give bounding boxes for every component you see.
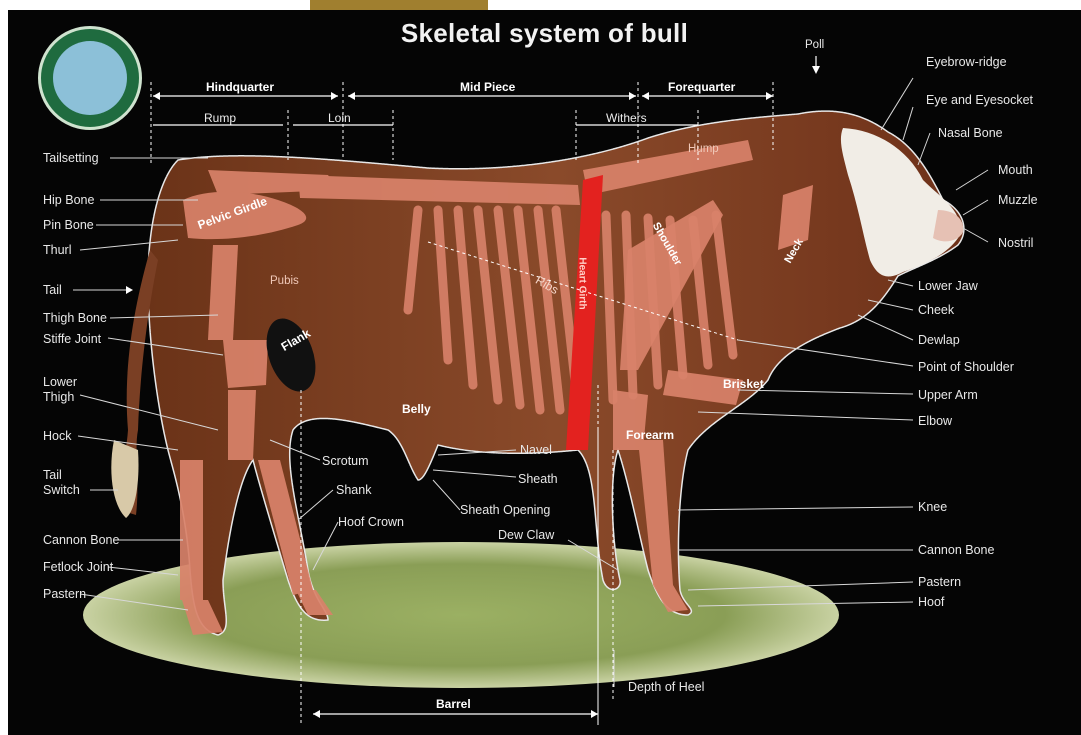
label-cannon-bone-hind: Cannon Bone bbox=[43, 533, 119, 547]
label-tail-switch-1: Tail bbox=[43, 468, 62, 482]
label-lower-jaw: Lower Jaw bbox=[918, 279, 978, 293]
label-tailsetting: Tailsetting bbox=[43, 151, 99, 165]
label-depth-of-heel: Depth of Heel bbox=[628, 680, 704, 694]
label-sheath: Sheath bbox=[518, 472, 558, 486]
label-thurl: Thurl bbox=[43, 243, 71, 257]
diagram-title: Skeletal system of bull bbox=[8, 18, 1081, 49]
label-eyebrow-ridge: Eyebrow-ridge bbox=[926, 55, 1007, 69]
label-nostril: Nostril bbox=[998, 236, 1033, 250]
label-thigh-bone: Thigh Bone bbox=[43, 311, 107, 325]
label-cheek: Cheek bbox=[918, 303, 954, 317]
region-forequarter: Forequarter bbox=[668, 80, 735, 94]
label-eye-socket: Eye and Eyesocket bbox=[926, 93, 1033, 107]
label-heart-girth: Heart Girth bbox=[577, 257, 588, 309]
region-loin: Loin bbox=[328, 111, 351, 125]
label-point-of-shoulder: Point of Shoulder bbox=[918, 360, 1014, 374]
region-mid-piece: Mid Piece bbox=[460, 80, 515, 94]
label-poll: Poll bbox=[805, 38, 824, 52]
label-tail-switch-2: Switch bbox=[43, 483, 80, 497]
label-pubis: Pubis bbox=[270, 274, 299, 288]
label-shank: Shank bbox=[336, 483, 371, 497]
label-sheath-opening: Sheath Opening bbox=[460, 503, 550, 517]
region-withers: Withers bbox=[606, 111, 647, 125]
label-hock: Hock bbox=[43, 429, 71, 443]
label-fetlock-joint: Fetlock Joint bbox=[43, 560, 113, 574]
label-mouth: Mouth bbox=[998, 163, 1033, 177]
label-pastern-fore: Pastern bbox=[918, 575, 961, 589]
label-hip-bone: Hip Bone bbox=[43, 193, 94, 207]
label-forearm: Forearm bbox=[626, 428, 674, 442]
label-hump: Hump bbox=[688, 142, 719, 156]
region-hindquarter: Hindquarter bbox=[206, 80, 274, 94]
label-knee: Knee bbox=[918, 500, 947, 514]
label-nasal-bone: Nasal Bone bbox=[938, 126, 1003, 140]
label-pin-bone: Pin Bone bbox=[43, 218, 94, 232]
poster: Skeletal system of bull Hindquarter Mid … bbox=[8, 10, 1081, 735]
label-hoof: Hoof bbox=[918, 595, 944, 609]
region-barrel: Barrel bbox=[436, 697, 471, 711]
label-stifle-joint: Stiffe Joint bbox=[43, 332, 101, 346]
label-scrotum: Scrotum bbox=[322, 454, 369, 468]
top-accent-bar bbox=[310, 0, 488, 10]
label-pastern-hind: Pastern bbox=[43, 587, 86, 601]
label-upper-arm: Upper Arm bbox=[918, 388, 978, 402]
region-rump: Rump bbox=[204, 111, 236, 125]
label-brisket: Brisket bbox=[723, 377, 764, 391]
label-lower-thigh-1: Lower bbox=[43, 375, 77, 389]
label-tail: Tail bbox=[43, 283, 62, 297]
label-muzzle: Muzzle bbox=[998, 193, 1038, 207]
label-dew-claw: Dew Claw bbox=[498, 528, 554, 542]
label-hoof-crown: Hoof Crown bbox=[338, 515, 404, 529]
logo-bull-head-icon bbox=[53, 41, 127, 115]
label-cannon-bone-fore: Cannon Bone bbox=[918, 543, 994, 557]
label-elbow: Elbow bbox=[918, 414, 952, 428]
label-belly: Belly bbox=[402, 402, 431, 416]
label-dewlap: Dewlap bbox=[918, 333, 960, 347]
label-lower-thigh-2: Thigh bbox=[43, 390, 74, 404]
label-navel: Navel bbox=[520, 443, 552, 457]
